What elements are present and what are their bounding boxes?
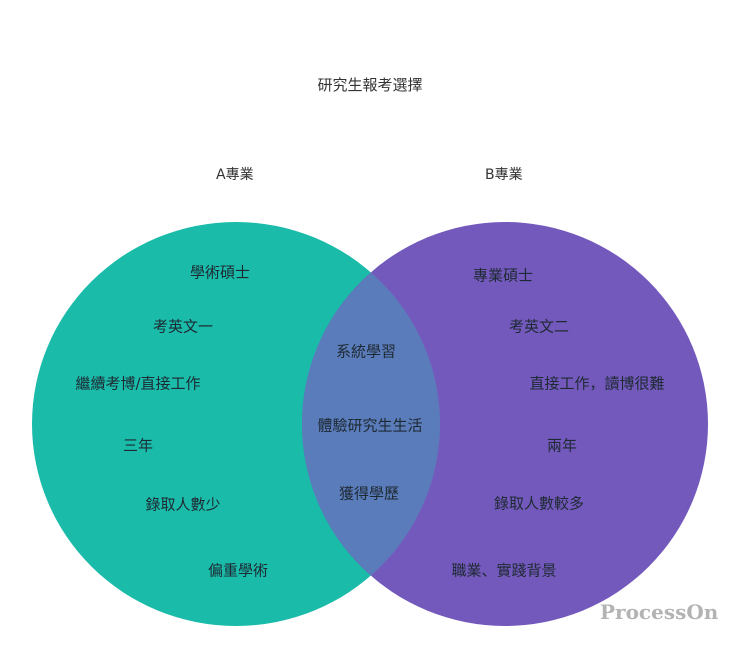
- set-b-item: 專業碩士: [472, 266, 534, 285]
- set-a-label: A專業: [216, 167, 254, 183]
- watermark-logo: ProcessOn: [600, 600, 719, 624]
- set-a-item: 考英文一: [152, 317, 214, 336]
- diagram-title: 研究生報考選擇: [317, 76, 423, 94]
- set-b-item: 考英文二: [508, 317, 570, 336]
- set-b-item: 直接工作，讀博很難: [529, 374, 665, 393]
- set-b-item: 職業、實踐背景: [451, 561, 557, 580]
- overlap-item: 體驗研究生生活: [317, 416, 423, 435]
- set-a-item: 學術碩士: [189, 263, 251, 282]
- set-a-item: 錄取人數少: [145, 495, 221, 514]
- set-a-item: 繼續考博/直接工作: [75, 374, 201, 393]
- overlap-region: [302, 222, 440, 626]
- set-b-label: B專業: [485, 167, 523, 183]
- set-a-item: 偏重學術: [207, 561, 269, 580]
- set-b-item: 錄取人數較多: [493, 494, 585, 513]
- set-a-item: 三年: [122, 436, 154, 455]
- set-b-item: 兩年: [546, 436, 578, 455]
- overlap-item: 系統學習: [335, 342, 397, 361]
- overlap-item: 獲得學歷: [338, 484, 400, 503]
